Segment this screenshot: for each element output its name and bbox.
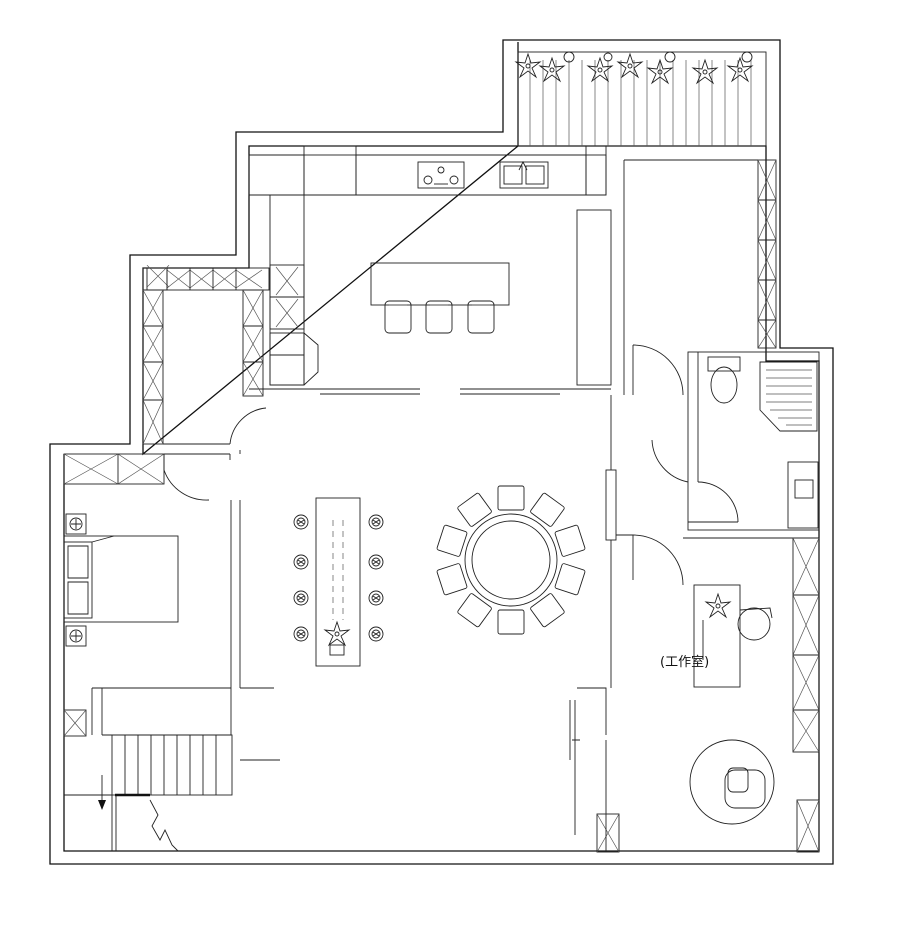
nightstands [65, 513, 87, 647]
studio: (工作室) [596, 537, 820, 853]
storage-cabinets [142, 264, 270, 445]
dining-chair [436, 524, 468, 557]
kitchen [248, 145, 612, 395]
dining-chair [497, 485, 525, 511]
desk [693, 584, 741, 688]
round-table [436, 485, 586, 635]
toilet-icon [707, 356, 741, 404]
plant-icon [587, 57, 613, 82]
lounge-chair [689, 739, 775, 825]
dining-chair [457, 593, 492, 628]
sink-icon [499, 160, 549, 189]
arrow-down-icon [98, 775, 106, 810]
office-chair [737, 607, 773, 641]
studio-label: (工作室) [660, 654, 709, 670]
corridor-doors [605, 344, 684, 586]
plant-icon [705, 593, 731, 618]
plant-icon [692, 59, 718, 84]
bar-stools [384, 300, 495, 334]
staircase [64, 734, 280, 852]
dining-chair [457, 492, 492, 527]
bathroom [651, 351, 820, 531]
dining-chair [436, 563, 468, 596]
plant-icon [515, 53, 541, 78]
stove-icon [417, 161, 465, 189]
right-cabinet-strip [623, 159, 777, 395]
dining-chair [554, 563, 586, 596]
outer-walls [49, 39, 834, 865]
plant-icon [617, 53, 643, 78]
balcony-planters [515, 51, 767, 147]
bed-icon [63, 535, 179, 623]
plant-icon [539, 57, 565, 82]
living-edges [569, 395, 612, 851]
dining-chair [530, 593, 565, 628]
dining-chair [554, 524, 586, 557]
shower-icon [759, 361, 818, 432]
plant-icon [324, 621, 350, 646]
dining-chair [530, 492, 565, 527]
dining-chair [497, 609, 525, 635]
dining-area [293, 485, 586, 667]
bedroom [63, 450, 274, 737]
